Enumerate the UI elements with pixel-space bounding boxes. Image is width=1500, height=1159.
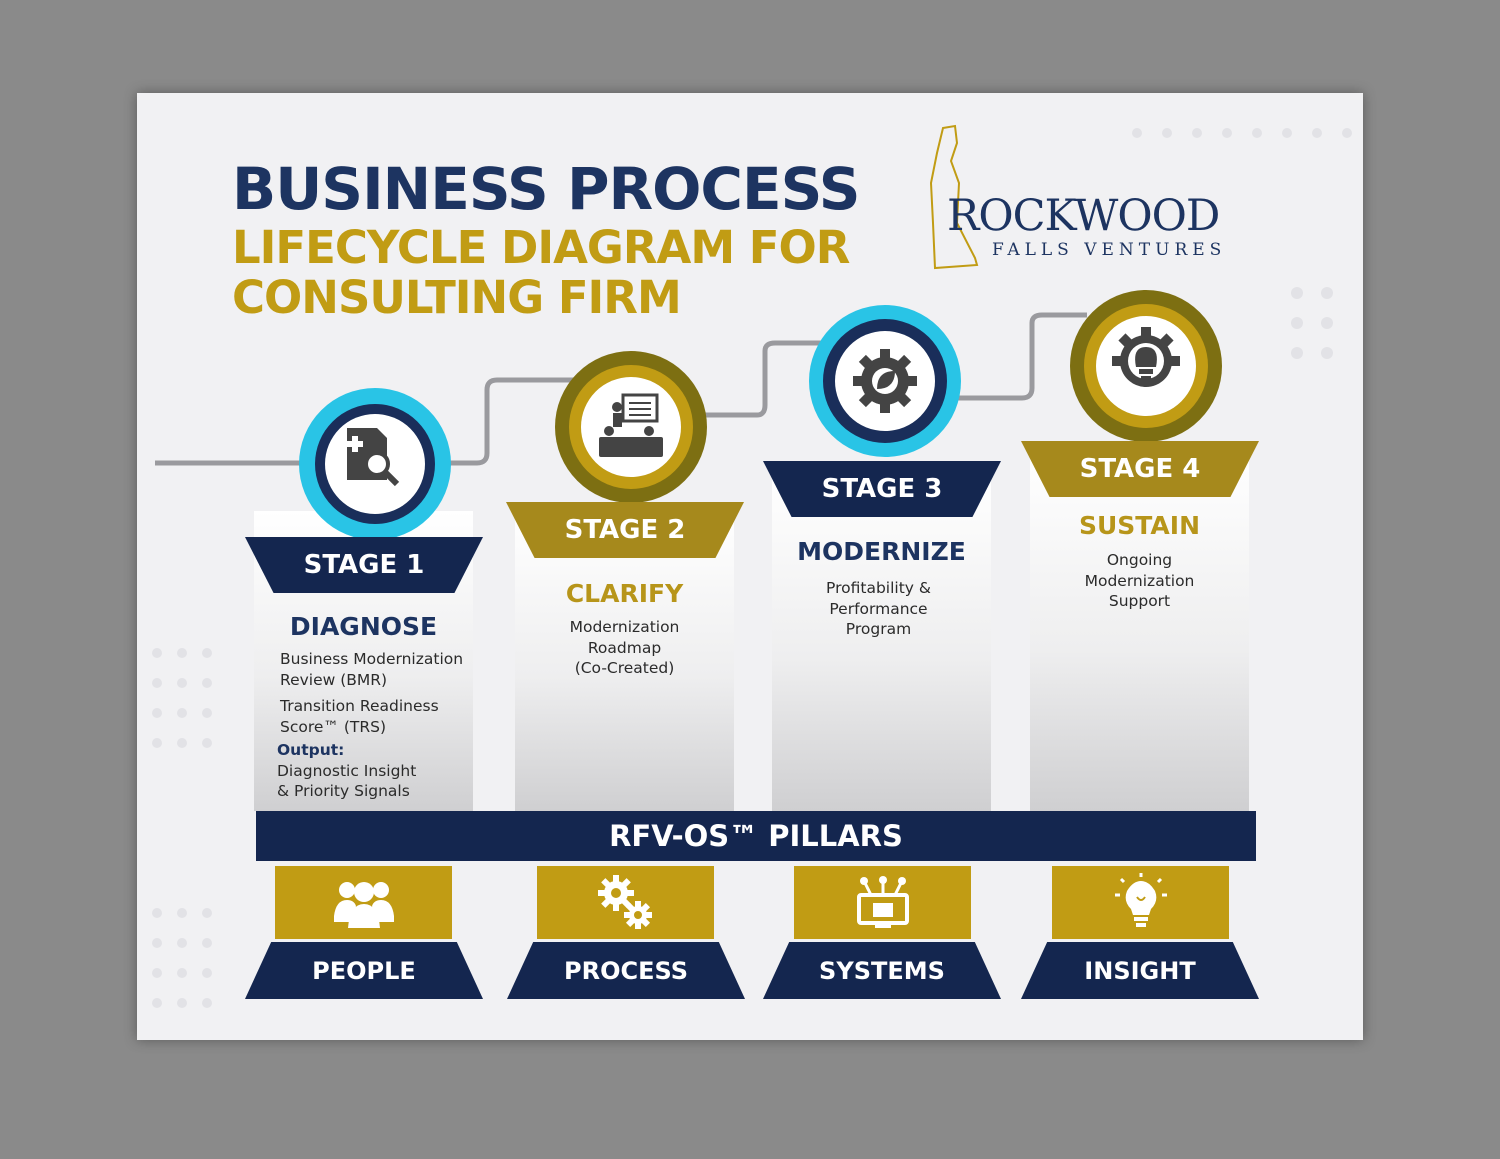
stage-3-column bbox=[772, 473, 991, 811]
rockwood-logo: ROCKWOOD FALLS VENTURES bbox=[927, 123, 1267, 273]
stage-4-line: Modernization bbox=[1084, 571, 1195, 590]
stage-1-item-line: Score™ (TRS) bbox=[280, 717, 387, 736]
stage-1-item-line: Transition Readiness bbox=[280, 697, 439, 715]
pillar-systems-label: SYSTEMS bbox=[763, 942, 1001, 999]
computer-network-icon bbox=[856, 875, 909, 928]
pillars-title-bar: RFV-OS™ PILLARS bbox=[256, 811, 1256, 861]
title-line-1: BUSINESS PROCESS bbox=[232, 155, 861, 223]
stage-1-item-line: Review (BMR) bbox=[280, 670, 388, 689]
stage-3-line: Profitability & bbox=[826, 579, 931, 597]
stage-4-name: SUSTAIN bbox=[1079, 511, 1200, 540]
state-outline-icon bbox=[929, 124, 979, 270]
pillar-insight-label: INSIGHT bbox=[1021, 942, 1259, 999]
title-line-3: CONSULTING FIRM bbox=[232, 271, 682, 324]
stage-connector-line bbox=[155, 312, 1087, 466]
stage-4-line: Ongoing bbox=[1106, 551, 1173, 569]
logo-subtitle: FALLS VENTURES bbox=[992, 240, 1227, 260]
stage-4-column bbox=[1030, 453, 1249, 811]
output-line: & Priority Signals bbox=[277, 782, 410, 800]
stage-4-banner: STAGE 4 bbox=[1021, 441, 1259, 497]
lightbulb-gear-icon bbox=[1112, 327, 1180, 387]
stage-3-line: Performance bbox=[829, 599, 928, 618]
stage-4-circle bbox=[1070, 290, 1222, 442]
stage-2-column bbox=[515, 513, 734, 811]
stage-2-line: (Co-Created) bbox=[574, 659, 675, 677]
stage-4-description: Ongoing Modernization Support bbox=[1030, 550, 1249, 612]
pillar-process-box bbox=[537, 866, 714, 939]
stage-2-line: Roadmap bbox=[587, 638, 662, 657]
lightbulb-icon bbox=[1114, 872, 1167, 927]
stage-2-line: Modernization bbox=[569, 618, 680, 636]
output-line: Diagnostic Insight bbox=[277, 761, 417, 780]
stage-1-circle bbox=[299, 388, 451, 540]
stage-3-description: Profitability & Performance Program bbox=[769, 578, 988, 640]
stage-1-description: Business Modernization Review (BMR) Tran… bbox=[280, 649, 463, 737]
stage-1-output: Output: Diagnostic Insight & Priority Si… bbox=[277, 740, 416, 802]
presentation-meeting-icon bbox=[599, 393, 663, 457]
stage-2-description: Modernization Roadmap (Co-Created) bbox=[515, 617, 734, 679]
stage-4-line: Support bbox=[1108, 592, 1171, 610]
people-icon bbox=[333, 881, 394, 928]
stage-3-banner: STAGE 3 bbox=[763, 461, 1001, 517]
stage-2-circle bbox=[555, 351, 707, 503]
pillar-systems-box bbox=[794, 866, 971, 939]
gear-leaf-icon bbox=[853, 349, 917, 413]
stage-3-line: Program bbox=[845, 620, 912, 638]
dot-pattern-background bbox=[152, 128, 1352, 1008]
pillar-people-label: PEOPLE bbox=[245, 942, 483, 999]
infographic-card: BUSINESS PROCESS LIFECYCLE DIAGRAM FOR C… bbox=[137, 93, 1363, 1040]
stage-3-circle bbox=[809, 305, 961, 457]
gears-icon bbox=[597, 874, 652, 929]
stage-2-banner: STAGE 2 bbox=[506, 502, 744, 558]
document-search-icon bbox=[347, 428, 400, 487]
output-label: Output: bbox=[277, 741, 345, 759]
stage-1-item-line: Business Modernization bbox=[280, 650, 464, 668]
stage-1-banner: STAGE 1 bbox=[245, 537, 483, 593]
pillar-people-box bbox=[275, 866, 452, 939]
stage-1-name: DIAGNOSE bbox=[289, 612, 438, 641]
pillar-process-label: PROCESS bbox=[507, 942, 745, 999]
stage-2-name: CLARIFY bbox=[565, 579, 684, 608]
title-line-2: LIFECYCLE DIAGRAM FOR bbox=[232, 221, 850, 274]
logo-wordmark: ROCKWOOD bbox=[947, 191, 1220, 241]
stage-3-name: MODERNIZE bbox=[797, 537, 966, 566]
pillar-insight-box bbox=[1052, 866, 1229, 939]
